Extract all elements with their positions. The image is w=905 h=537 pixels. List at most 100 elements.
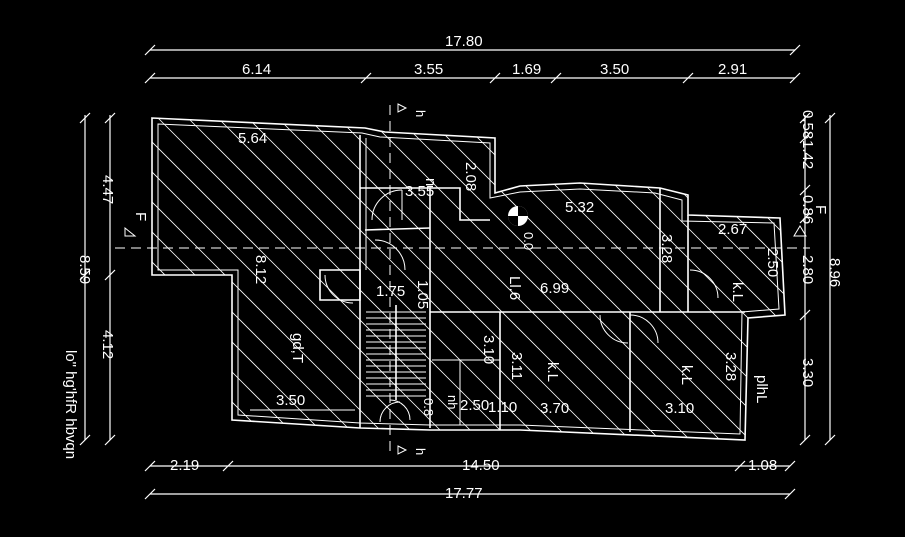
- dimension-tick: [104, 112, 116, 124]
- dimension-tick: [79, 112, 91, 124]
- dimension-tick: [799, 212, 811, 224]
- dimension-tick: [79, 434, 91, 446]
- hatch-line: [152, 118, 311, 440]
- hatch-line: [389, 118, 731, 440]
- corridor-name-label: Ll.6: [506, 276, 523, 300]
- bottom-dim-2: 14.50: [462, 457, 500, 474]
- bed1-depth-label: 3.11: [508, 352, 525, 380]
- hatch-line: [239, 118, 581, 440]
- top-dim-4: 3.50: [600, 61, 629, 78]
- wc-depth-label: 2.08: [462, 162, 479, 191]
- building-outline: [151, 117, 786, 441]
- bottom-dim-1: 2.19: [170, 457, 199, 474]
- hatch-line: [209, 118, 551, 440]
- bed2-width-label: 3.10: [665, 400, 694, 417]
- wc-width-label: 3.55: [405, 183, 434, 200]
- stair-label: 1.05: [414, 280, 431, 309]
- dimension-lines: [84, 49, 831, 495]
- dimension-tick: [144, 460, 156, 472]
- hatch-line: [810, 110, 905, 450]
- top-overall-dim: 17.80: [445, 33, 483, 50]
- dimension-tick: [824, 434, 836, 446]
- left-dimension-labels: 4.47 4.12 8.59: [76, 175, 116, 359]
- top-dimension-labels: 17.80 6.14 3.55 1.69 3.50 2.91: [242, 33, 747, 78]
- hall-name-label: 0.0: [521, 232, 536, 250]
- hatch-line: [152, 118, 191, 440]
- bed1-width-label: 3.70: [540, 400, 569, 417]
- dimension-tick: [489, 72, 501, 84]
- top-dim-5: 2.91: [718, 61, 747, 78]
- hatch-line: [599, 118, 785, 440]
- staircase: [366, 305, 426, 400]
- left-dim-1: 4.47: [99, 175, 116, 204]
- dimension-tick: [79, 269, 91, 281]
- dimension-tick: [789, 44, 801, 56]
- right-dimension-labels: 0.58 1.42 0.86 2.80 3.30 8.96: [799, 110, 843, 387]
- left-dim-2: 4.12: [99, 330, 116, 359]
- hatch-line: [152, 118, 251, 440]
- dimension-tick: [104, 269, 116, 281]
- right-dim-5: 3.30: [799, 358, 816, 387]
- dimension-tick: [734, 460, 746, 472]
- bed1-name-label: k.L: [544, 362, 561, 382]
- right-dim-1: 0.58: [799, 110, 816, 139]
- right-dim-4: 2.80: [799, 255, 816, 284]
- dimension-tick: [784, 460, 796, 472]
- right-dim-3: 0.86: [799, 195, 816, 224]
- section-mark-bottom: h: [413, 448, 428, 455]
- hatch-line: [299, 118, 641, 440]
- door-swings: [324, 189, 719, 423]
- dimension-tick: [799, 434, 811, 446]
- bottom-dim-3: 1.08: [748, 457, 777, 474]
- dimension-tick: [824, 112, 836, 124]
- dimension-tick: [144, 72, 156, 84]
- wc-name-label: n: [422, 178, 439, 186]
- top-dim-3: 1.69: [512, 61, 541, 78]
- hatch-line: [152, 118, 461, 440]
- plhl-label: plhL: [753, 375, 770, 403]
- room-labels: 5.64 8.12 3.50 gd,T 3.55 2.08 n 5.32 3.2…: [238, 130, 781, 417]
- corridor-width-label: 6.99: [540, 280, 569, 297]
- interior-walls: [231, 135, 745, 432]
- hatch-line: [152, 118, 431, 440]
- dimension-tick: [550, 72, 562, 84]
- hatch-line: [900, 110, 905, 450]
- section-mark-right: F: [812, 205, 829, 214]
- dimension-tick: [104, 434, 116, 446]
- hall-width-label: 5.32: [565, 199, 594, 216]
- hatch-line: [329, 118, 671, 440]
- bath-name-label: nh: [445, 395, 460, 409]
- left-overall-dim: 8.59: [76, 255, 93, 284]
- drawing-title: lo" hg'hfR hbvqn: [62, 350, 79, 459]
- dimension-tick: [799, 132, 811, 144]
- stair-width-label: 1.75: [376, 283, 405, 300]
- dimension-tick: [682, 72, 694, 84]
- dimension-tick: [799, 184, 811, 196]
- top-dim-2: 3.55: [414, 61, 443, 78]
- hatch-line: [359, 118, 701, 440]
- hatch-line: [419, 118, 761, 440]
- dimension-tick: [784, 488, 796, 500]
- hatch-line: [152, 118, 401, 440]
- top-dim-1: 6.14: [242, 61, 271, 78]
- dimension-tick: [222, 460, 234, 472]
- bath-label-c: 1.10: [488, 399, 517, 416]
- dimension-tick: [144, 488, 156, 500]
- dimension-ticks: [79, 44, 836, 500]
- living-room-name: gd,T: [289, 333, 306, 363]
- dimension-tick: [799, 112, 811, 124]
- dimension-tick: [799, 309, 811, 321]
- living-depth-label: 8.12: [252, 255, 269, 284]
- bottom-dimension-labels: 2.19 14.50 1.08 17.77: [170, 457, 777, 502]
- right-dim-2: 1.42: [799, 140, 816, 169]
- section-mark-labels: h h F F: [132, 110, 829, 455]
- right-room-name-label: k.L: [729, 282, 746, 302]
- living-width-label: 5.64: [238, 130, 267, 147]
- hatch-line: [269, 118, 611, 440]
- dimension-tick: [360, 72, 372, 84]
- right-room-depth-label: 2.50: [764, 248, 781, 277]
- bottom-overall-dim: 17.77: [445, 485, 483, 502]
- bath-label-a: 3.10: [480, 335, 497, 364]
- section-lines: [115, 103, 810, 455]
